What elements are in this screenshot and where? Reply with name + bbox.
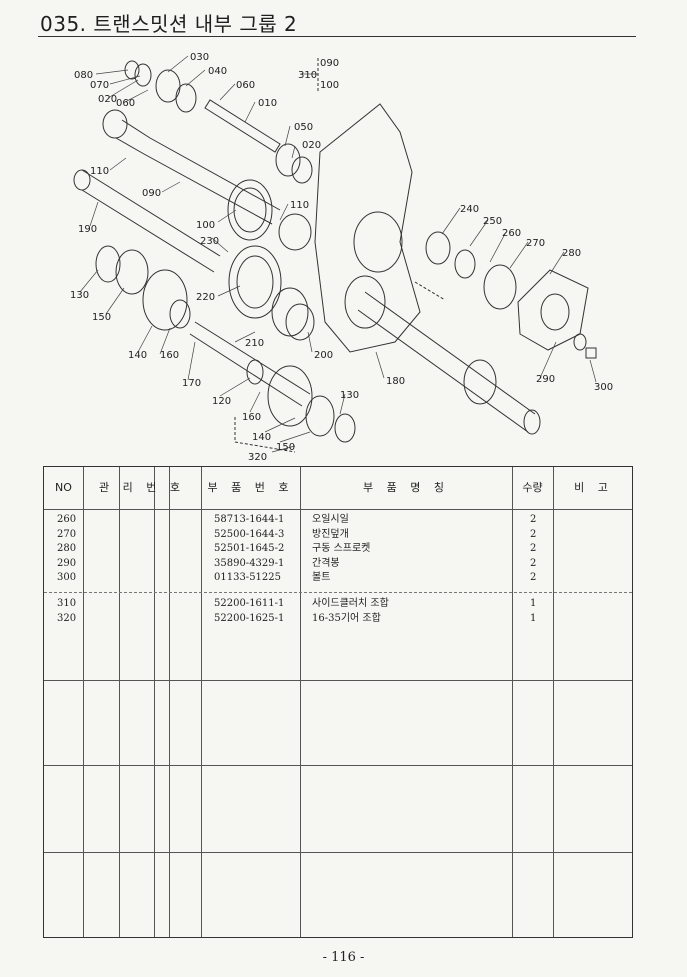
- cell-part-name: 볼트: [312, 572, 331, 584]
- callout-labels: 0800700200600300400600103100901000500201…: [70, 52, 613, 462]
- callout-label: 100: [196, 220, 215, 231]
- callout-label: 140: [128, 350, 147, 361]
- cell-no: 320: [57, 612, 77, 624]
- col-divider: [154, 467, 155, 937]
- callout-label: 140: [252, 432, 271, 443]
- callout-label: 290: [536, 374, 555, 385]
- col-header-part-number: 부 품 번 호: [207, 481, 294, 494]
- cell-quantity: 2: [530, 557, 537, 569]
- callout-label: 060: [236, 80, 255, 91]
- parts-table: NO 관 리 번 호 부 품 번 호 부 품 명 칭 수량 비 고 260 587…: [43, 466, 633, 938]
- callout-label: 190: [78, 224, 97, 235]
- col-divider: [553, 467, 554, 937]
- cell-part-name: 간격봉: [312, 557, 340, 569]
- header-rule: [44, 509, 632, 510]
- cell-quantity: 1: [530, 612, 537, 624]
- cell-part-number: 52200-1625-1: [214, 612, 285, 624]
- col-header-part-name: 부 품 명 칭: [363, 481, 449, 494]
- callout-label: 170: [182, 378, 201, 389]
- callout-label: 220: [196, 292, 215, 303]
- callout-label: 080: [74, 70, 93, 81]
- col-divider: [300, 467, 301, 937]
- col-divider: [119, 467, 120, 937]
- callout-label: 110: [290, 200, 309, 211]
- callout-label: 100: [320, 80, 339, 91]
- col-header-no: NO: [55, 481, 72, 494]
- cell-part-number: 58713-1644-1: [214, 514, 285, 525]
- cell-no: 280: [57, 543, 77, 555]
- col-header-remarks: 비 고: [574, 481, 613, 494]
- cell-part-number: 35890-4329-1: [214, 557, 285, 569]
- cell-no: 290: [57, 557, 77, 569]
- callout-leaders: [79, 55, 597, 453]
- callout-label: 090: [142, 188, 161, 199]
- section-rule: [44, 852, 632, 853]
- callout-label: 230: [200, 236, 219, 247]
- callout-label: 270: [526, 238, 545, 249]
- cell-part-name: 방진덮개: [312, 528, 349, 540]
- callout-label: 310: [298, 70, 317, 81]
- cell-no: 260: [57, 514, 77, 525]
- section-rule: [44, 680, 632, 681]
- cell-no: 310: [57, 598, 77, 609]
- cell-quantity: 2: [530, 543, 537, 555]
- callout-label: 300: [594, 382, 613, 393]
- cell-part-number: 52500-1644-3: [214, 528, 285, 540]
- callout-label: 180: [386, 376, 405, 387]
- col-header-quantity: 수량: [522, 481, 543, 494]
- cell-part-name: 구동 스프로켓: [312, 543, 371, 555]
- callout-label: 010: [258, 98, 277, 109]
- callout-label: 240: [460, 204, 479, 215]
- diagram-drawing: [73, 58, 597, 453]
- cell-quantity: 2: [530, 514, 537, 525]
- callout-label: 130: [340, 390, 359, 401]
- callout-label: 040: [208, 66, 227, 77]
- callout-label: 020: [98, 94, 117, 105]
- cell-no: 300: [57, 572, 77, 584]
- cell-part-name: 오일시일: [312, 514, 349, 525]
- callout-label: 200: [314, 350, 333, 361]
- callout-label: 020: [302, 140, 321, 151]
- cell-part-number: 52200-1611-1: [214, 598, 285, 609]
- callout-label: 150: [92, 312, 111, 323]
- callout-label: 260: [502, 228, 521, 239]
- cell-part-name: 16-35기어 조합: [312, 612, 381, 624]
- col-divider: [512, 467, 513, 937]
- callout-label: 120: [212, 396, 231, 407]
- cell-part-number: 01133-51225: [214, 572, 282, 584]
- page-number: - 116 -: [322, 950, 365, 965]
- callout-label: 250: [483, 216, 502, 227]
- col-divider: [83, 467, 84, 937]
- callout-label: 210: [245, 338, 264, 349]
- group-divider: [44, 592, 632, 593]
- callout-label: 160: [242, 412, 261, 423]
- callout-label: 130: [70, 290, 89, 301]
- callout-label: 110: [90, 166, 109, 177]
- col-divider: [201, 467, 202, 937]
- cell-quantity: 2: [530, 528, 537, 540]
- cell-quantity: 1: [530, 598, 537, 609]
- cell-no: 270: [57, 528, 77, 540]
- section-rule: [44, 765, 632, 766]
- callout-label: 160: [160, 350, 179, 361]
- cell-part-number: 52501-1645-2: [214, 543, 285, 555]
- callout-label: 030: [190, 52, 209, 63]
- cell-part-name: 사이드클러치 조합: [312, 598, 389, 609]
- col-divider: [169, 467, 170, 937]
- callout-label: 060: [116, 98, 135, 109]
- cell-quantity: 2: [530, 572, 537, 584]
- callout-label: 320: [248, 452, 267, 462]
- callout-label: 150: [276, 442, 295, 453]
- callout-label: 050: [294, 122, 313, 133]
- diagram-svg: 0800700200600300400600103100901000500201…: [70, 52, 613, 462]
- page-title: 035. 트랜스밋션 내부 그룹 2: [40, 12, 298, 36]
- callout-label: 280: [562, 248, 581, 259]
- col-header-management-no: 관 리 번 호: [99, 481, 185, 494]
- title-rule: [38, 36, 636, 37]
- callout-label: 070: [90, 80, 109, 91]
- callout-label: 090: [320, 58, 339, 69]
